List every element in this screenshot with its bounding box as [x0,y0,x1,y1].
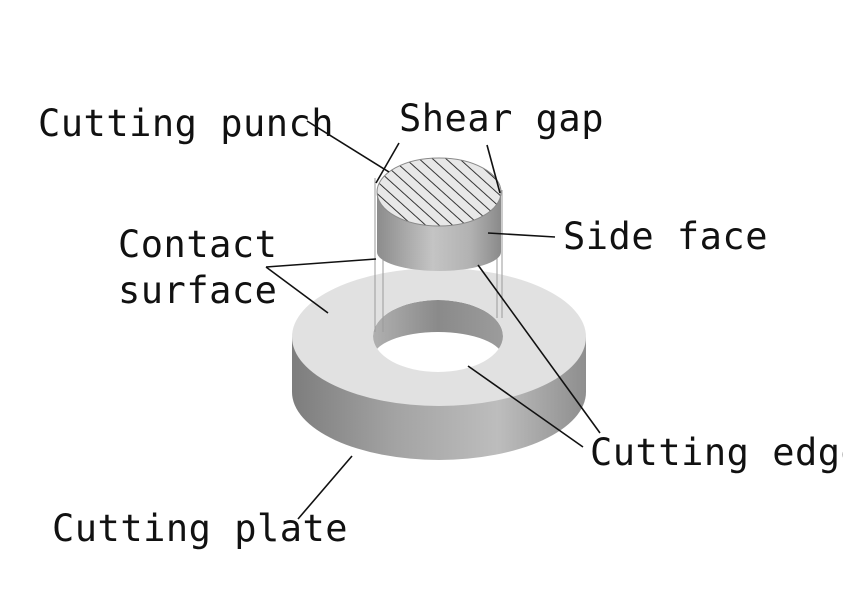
die-hole-wall [373,300,503,358]
leader-side-face [487,232,556,238]
label-cutting-punch: Cutting punch [38,102,334,145]
label-shear-gap: Shear gap [399,97,604,140]
label-cutting-edge: Cutting edge [590,431,843,474]
label-contact-surface-line2: surface [118,269,277,312]
cutting-punch [376,157,502,271]
label-side-face: Side face [563,215,768,258]
leader-cutting-punch [306,120,390,173]
leader-contact-surface-b [265,266,329,314]
leader-shear-gap-right [486,144,501,194]
cutting-plate [292,268,586,460]
leader-lines [265,120,601,520]
label-cutting-plate: Cutting plate [52,507,348,550]
leader-cutting-edge-a [477,264,601,434]
punch-top-face [376,157,502,227]
labels: Cutting punch Shear gap Side face Contac… [38,97,843,550]
leader-cutting-edge-b [467,365,584,448]
leader-shear-gap-left [375,142,400,184]
leader-cutting-plate [297,455,353,520]
leader-contact-surface-a [265,258,377,268]
label-contact-surface-line1: Contact [118,223,277,266]
